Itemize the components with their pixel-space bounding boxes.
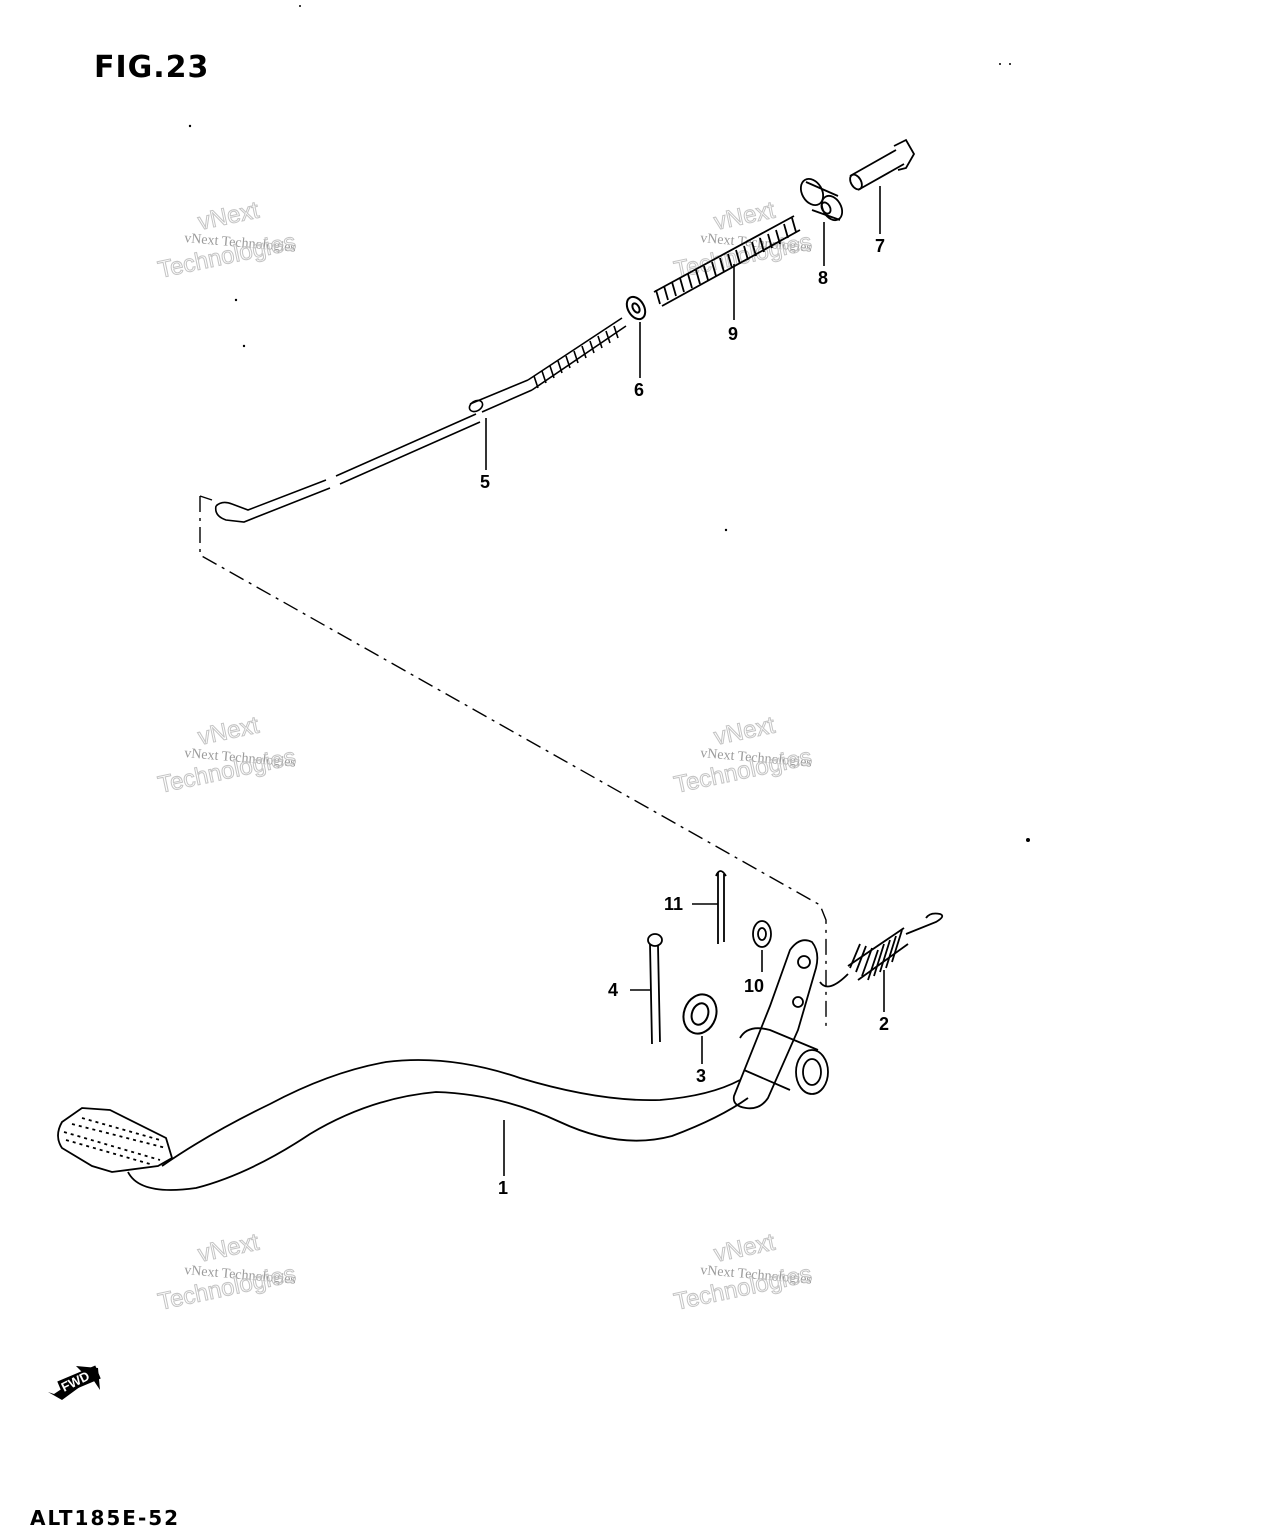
fwd-arrow-icon: FWD — [48, 1365, 101, 1400]
watermark: vNext vNext Technologies Technologies — [155, 711, 299, 799]
washer-part-3 — [682, 993, 718, 1035]
scan-specks — [188, 5, 1030, 842]
joint-part-8 — [799, 177, 844, 222]
watermark: vNext vNext Technologies Technologies — [671, 1228, 815, 1316]
callout-label-9: 9 — [728, 324, 738, 344]
callout-leaders — [485, 186, 885, 1176]
figure-footer-code: ALT185E-52 — [30, 1506, 181, 1528]
watermark-line2: vNext — [196, 1229, 262, 1268]
watermark-line2: vNext — [196, 712, 262, 751]
pedal-arm-part-1 — [57, 939, 829, 1191]
callout-label-5: 5 — [480, 472, 490, 492]
watermark-group: vNext vNext Technologies Technologies vN… — [155, 196, 815, 1316]
spring-part-9 — [653, 215, 801, 307]
washer-part-6 — [625, 295, 647, 321]
callout-label-3: 3 — [696, 1066, 706, 1086]
watermark: vNext vNext Technologies Technologies — [155, 1228, 299, 1316]
callout-label-2: 2 — [879, 1014, 889, 1034]
fwd-label: FWD — [59, 1368, 92, 1394]
watermark: vNext vNext Technologies Technologies — [155, 196, 299, 284]
cotter-pin-part-4 — [647, 933, 663, 1045]
brake-rod-part — [214, 317, 627, 523]
callout-label-8: 8 — [818, 268, 828, 288]
washer-part-10 — [752, 920, 772, 948]
watermark-line2: vNext — [712, 712, 778, 751]
callout-label-1: 1 — [498, 1178, 508, 1198]
callout-label-4: 4 — [608, 980, 618, 1000]
figure-title: FIG.23 — [94, 50, 210, 85]
cotter-pin-part-11 — [715, 870, 727, 944]
callout-label-10: 10 — [744, 976, 764, 996]
watermark-line2: vNext — [196, 197, 262, 236]
watermark: vNext vNext Technologies Technologies — [671, 711, 815, 799]
watermark-line2: vNext — [712, 1229, 778, 1268]
watermark: vNext vNext Technologies Technologies — [671, 196, 815, 284]
callout-label-7: 7 — [875, 236, 885, 256]
callout-labels: 1 2 3 4 5 6 7 8 9 10 11 — [480, 236, 889, 1198]
assembly-guide-lines — [199, 495, 827, 1030]
callout-label-6: 6 — [634, 380, 644, 400]
callout-label-11: 11 — [664, 894, 683, 914]
clevis-pin-part-7 — [849, 138, 916, 191]
return-spring-part-2 — [819, 912, 944, 988]
